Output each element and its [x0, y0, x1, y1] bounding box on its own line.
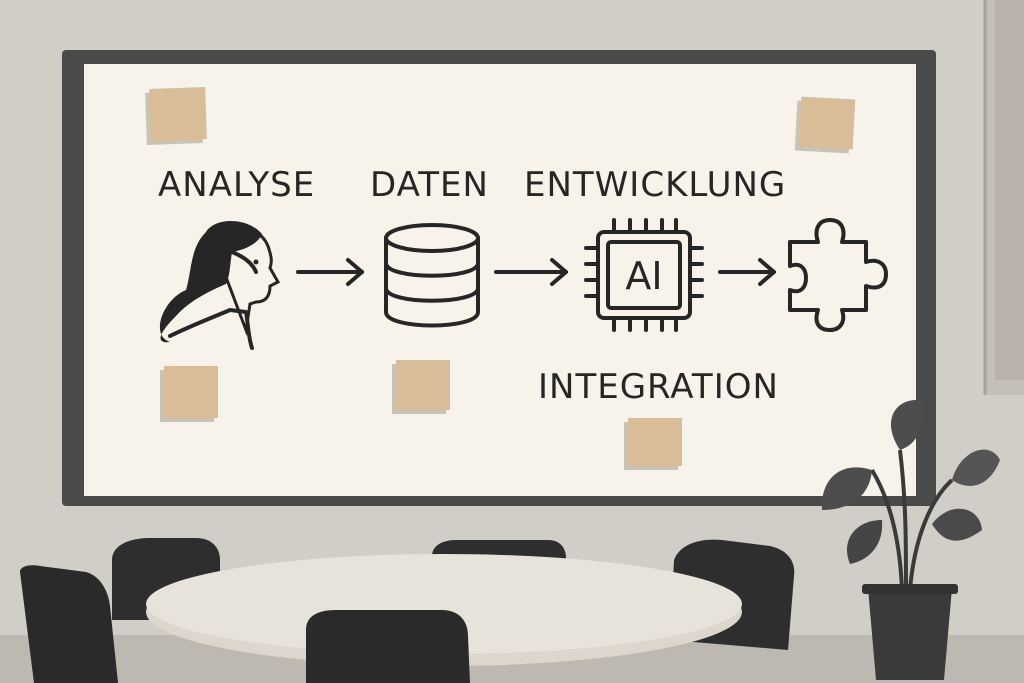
chair — [306, 610, 470, 683]
step-label-daten: DATEN — [370, 165, 489, 205]
puzzle-piece-icon — [788, 218, 888, 332]
sticky-note — [794, 96, 856, 154]
person-profile-icon — [159, 221, 281, 350]
arrow-icon — [494, 258, 568, 286]
potted-plant — [821, 399, 1000, 680]
step-label-entwicklung: ENTWICKLUNG — [524, 165, 786, 205]
ai-chip-icon: AI — [584, 218, 704, 332]
database-icon — [384, 223, 480, 328]
wall-panel — [983, 0, 1024, 395]
sticky-note — [392, 360, 450, 414]
sticky-note — [160, 366, 218, 422]
chair — [20, 565, 118, 683]
plant-pot — [868, 588, 952, 680]
arrow-icon — [296, 258, 364, 286]
step-label-integration: INTEGRATION — [538, 367, 779, 407]
ai-chip-label: AI — [625, 254, 662, 298]
sticky-note — [145, 87, 207, 145]
arrow-icon — [718, 258, 776, 286]
whiteboard: ANALYSE DATEN ENTWICKLUNG INTEGRATION — [62, 50, 936, 506]
sticky-note — [624, 418, 682, 470]
step-label-analyse: ANALYSE — [158, 165, 315, 205]
